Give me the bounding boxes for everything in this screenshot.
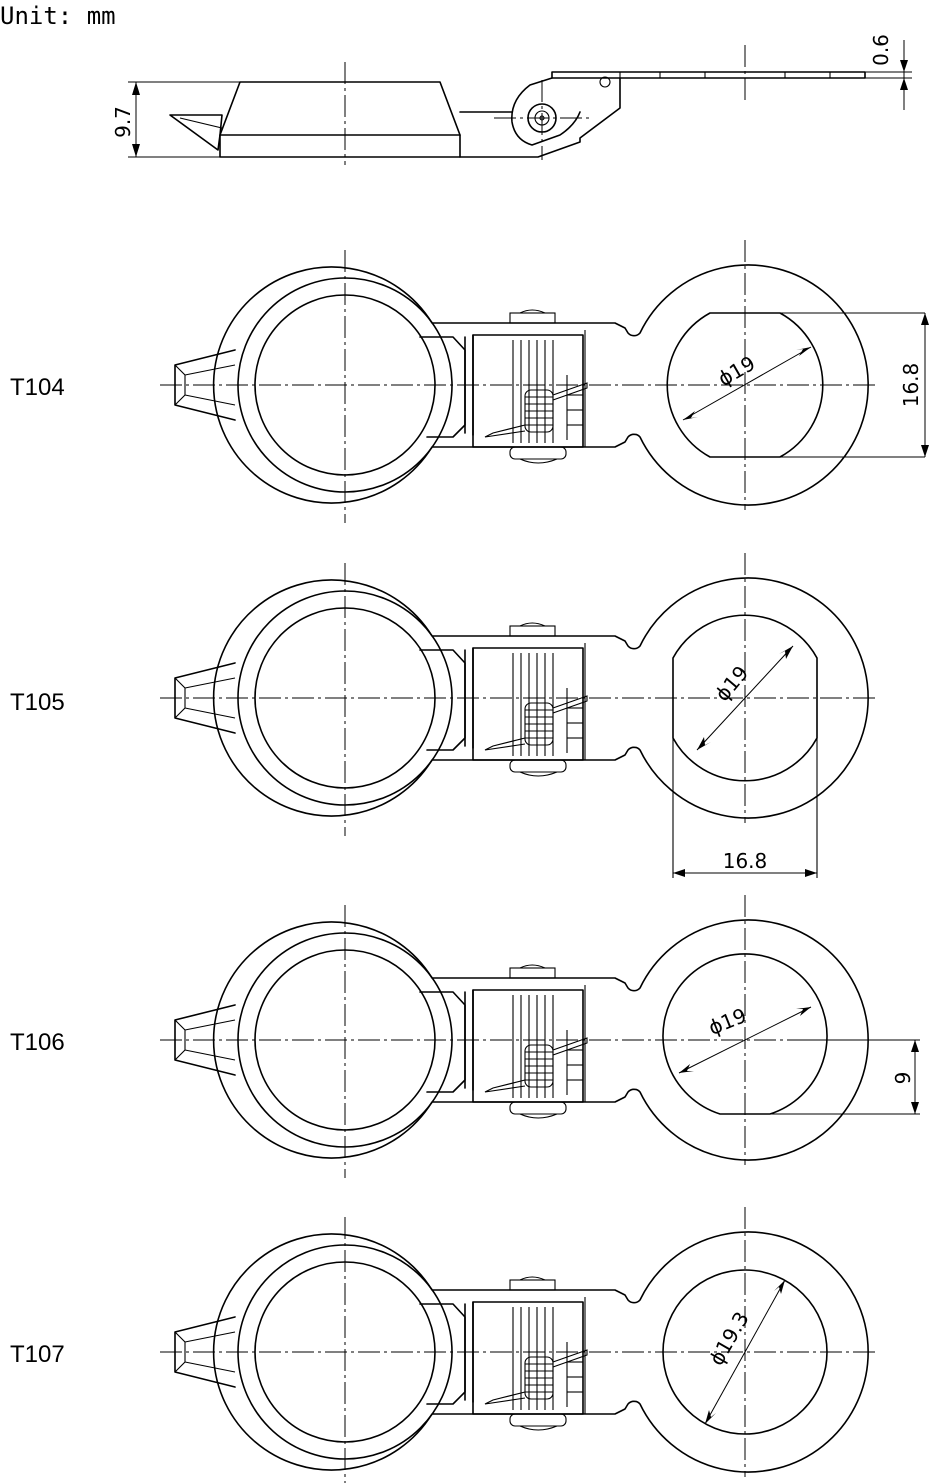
dim-thickness-label: 0.6 (869, 34, 893, 66)
unit-label: Unit: mm (0, 2, 116, 30)
dim-height-label: 9.7 (111, 106, 135, 138)
side-view: 9.7 0.6 (111, 34, 912, 165)
dim-flat-label-t106: 9 (891, 1072, 915, 1085)
seal-t106: ϕ19 9 (159, 894, 920, 1179)
dim-diameter-label-t105: ϕ19 (710, 661, 753, 706)
dim-flat-label-t104: 16.8 (899, 363, 923, 408)
dim-flat-label-t105: 16.8 (723, 849, 768, 873)
seal-t107: ϕ19.3 (159, 1206, 876, 1483)
model-label-t107: T107 (10, 1341, 65, 1368)
model-label-t105: T105 (10, 689, 65, 716)
model-label-t104: T104 (10, 374, 65, 401)
seal-t104: ϕ19 16.8 (159, 239, 929, 524)
dim-diameter-label-t107: ϕ19.3 (704, 1308, 754, 1370)
seal-t105: ϕ19 16.8 (159, 552, 876, 878)
dim-diameter-label-t106: ϕ19 (705, 1003, 750, 1040)
model-label-t106: T106 (10, 1029, 65, 1056)
